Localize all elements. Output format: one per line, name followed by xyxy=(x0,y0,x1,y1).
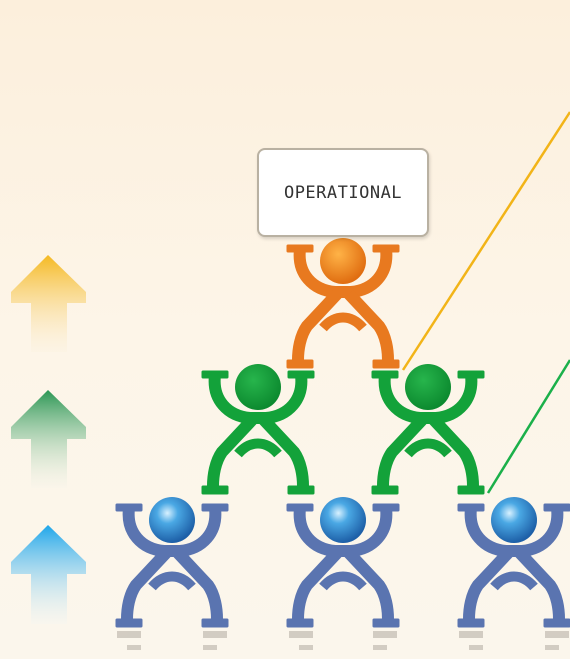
person-figure-icon-bottom-right xyxy=(458,497,570,627)
person-figure-icon-middle-left xyxy=(202,364,314,494)
person-figure-icon-top xyxy=(287,238,399,368)
operational-label-box: OPERATIONAL xyxy=(257,148,429,237)
arrow-up-icon-middle xyxy=(11,390,86,488)
person-figure-icon-bottom-center xyxy=(287,497,399,627)
operational-label: OPERATIONAL xyxy=(283,182,403,203)
arrow-up-icon-bottom xyxy=(11,525,86,624)
arrow-up-icon-top xyxy=(11,255,86,352)
ground-shadow xyxy=(117,631,569,650)
person-figure-icon-bottom-left xyxy=(116,497,228,627)
connector-line-middle xyxy=(486,359,570,494)
connector-line-top xyxy=(401,111,570,371)
person-figure-icon-middle-right xyxy=(372,364,484,494)
